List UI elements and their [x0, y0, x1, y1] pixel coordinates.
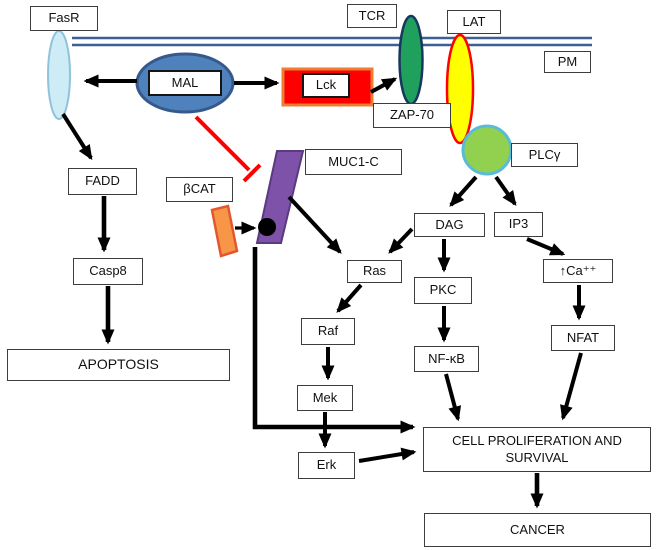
node-casp8: Casp8 [73, 258, 143, 285]
tcr-receptor-shape [398, 14, 424, 106]
node-cell-proliferation: CELL PROLIFERATION AND SURVIVAL [423, 427, 651, 472]
arrow-lck-to-tcr [370, 77, 398, 94]
node-raf: Raf [301, 318, 355, 345]
node-tcr: TCR [347, 4, 397, 28]
node-pkc: PKC [414, 277, 472, 304]
inhibit-tbar-mal-to-muc1c [242, 163, 262, 183]
arrow-nfat-to-prolif [560, 352, 583, 421]
node-ras: Ras [347, 260, 402, 283]
fasr-receptor-shape [47, 30, 71, 120]
node-fasr: FasR [30, 6, 98, 31]
bcat-protein-shape [210, 204, 239, 258]
node-ip3: IP3 [494, 212, 543, 237]
node-dag: DAG [414, 213, 485, 237]
node-erk: Erk [298, 452, 355, 479]
node-pm: PM [544, 51, 591, 73]
node-bcat: βCAT [166, 177, 233, 202]
node-fadd: FADD [68, 168, 137, 195]
node-cancer: CANCER [424, 513, 651, 547]
node-plc-gamma: PLCγ [511, 143, 578, 167]
arrow-erk-to-prolif [358, 447, 417, 463]
arrow-muc1c-to-prolif [252, 247, 416, 434]
node-calcium: ↑Ca⁺⁺ [543, 259, 613, 283]
plc-gamma-shape [461, 124, 513, 176]
node-apoptosis: APOPTOSIS [7, 349, 230, 381]
node-mek: Mek [297, 385, 353, 411]
inhibit-line-mal-to-muc1c [194, 115, 251, 172]
arrow-muc1c-to-ras [287, 195, 342, 254]
arrow-dag-to-ras [388, 227, 414, 254]
node-nfat: NFAT [551, 325, 615, 351]
arrow-plc-to-ip3 [494, 175, 517, 207]
phospho-dot [258, 218, 276, 236]
arrow-ip3-to-ca [526, 237, 566, 256]
lat-receptor-shape [445, 33, 475, 145]
arrow-plc-to-dag [449, 175, 478, 207]
node-zap70: ZAP-70 [373, 103, 451, 128]
arrow-fasr-to-fadd [61, 112, 93, 161]
node-lck: Lck [302, 73, 350, 98]
arrow-nfkb-to-prolif [444, 373, 462, 422]
arrow-ras-to-raf [336, 283, 363, 313]
node-mal: MAL [148, 70, 222, 96]
node-lat: LAT [447, 10, 501, 34]
node-nfkb: NF-κB [414, 346, 479, 372]
node-muc1c: MUC1-C [305, 149, 402, 175]
